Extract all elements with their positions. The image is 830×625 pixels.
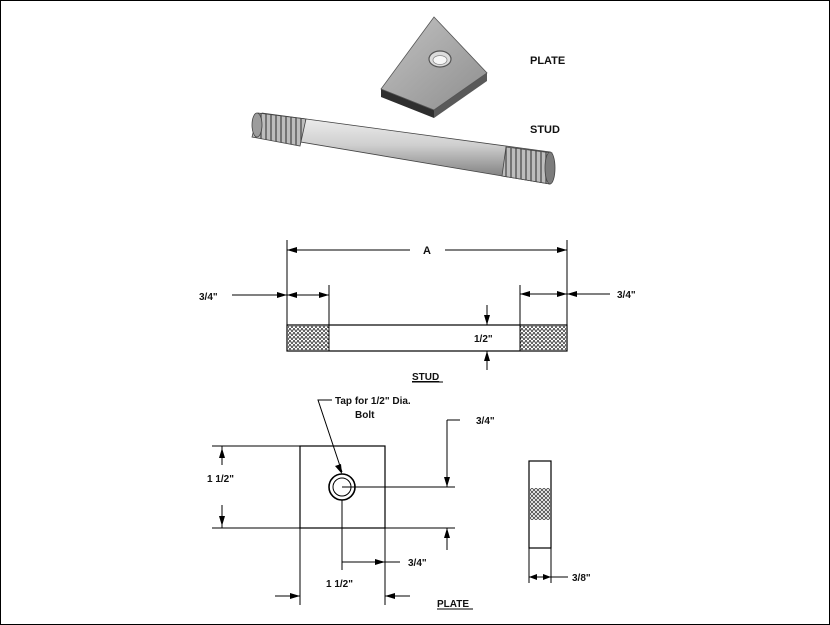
dim-dia-label: 1/2" bbox=[474, 334, 493, 345]
dim-hole-height-arrow-bottom bbox=[444, 528, 450, 538]
dim-thread-left-label: 3/4" bbox=[199, 292, 218, 303]
stud-3d-view bbox=[251, 112, 556, 185]
stud-orthographic-view bbox=[232, 240, 610, 370]
tap-note-leader-arrow bbox=[335, 464, 342, 474]
tap-note-line2: Bolt bbox=[355, 410, 375, 421]
stud-thread-left-flat bbox=[288, 326, 329, 350]
plate-3d-label: PLATE bbox=[530, 55, 565, 67]
dim-hole-offset-arrow bbox=[375, 559, 385, 565]
dim-hole-offset-label: 3/4" bbox=[408, 558, 427, 569]
plate-side-thread-section bbox=[530, 488, 550, 520]
dim-plate-height-arrow-top bbox=[219, 448, 225, 458]
dim-hole-height-label: 3/4" bbox=[476, 416, 495, 427]
plate-view-title: PLATE bbox=[437, 599, 469, 610]
dim-plate-height-label: 1 1/2" bbox=[207, 474, 234, 485]
plate-3d-hole-inner bbox=[432, 55, 448, 65]
dim-dia-arrow-bottom bbox=[484, 351, 490, 361]
plate-3d-front-left-face bbox=[381, 89, 434, 118]
dim-plate-thickness-arrow-left bbox=[529, 574, 537, 580]
dim-thread-right-arrow-b bbox=[557, 291, 567, 297]
dim-a-label: A bbox=[423, 245, 431, 257]
tap-note-line1: Tap for 1/2" Dia. bbox=[335, 396, 411, 407]
dim-a-arrow-right bbox=[557, 247, 567, 253]
dim-dia-arrow-top bbox=[484, 315, 490, 325]
dim-thread-right-arrow-c bbox=[567, 291, 577, 297]
plate-orthographic-view bbox=[212, 399, 568, 605]
stud-3d-end-left bbox=[251, 112, 263, 138]
dim-thread-left-arrow-inner-a bbox=[287, 292, 297, 298]
dim-thread-right-label: 3/4" bbox=[617, 290, 636, 301]
plate-3d-front-right-face bbox=[434, 73, 487, 118]
stud-view-title: STUD bbox=[412, 372, 439, 383]
dim-plate-thickness-arrow-right bbox=[543, 574, 551, 580]
dim-plate-width-arrow-left bbox=[290, 593, 300, 599]
stud-3d-end-right bbox=[544, 151, 556, 185]
stud-3d-thread-right bbox=[501, 146, 553, 185]
tap-note-leader bbox=[317, 399, 343, 473]
dim-thread-left-arrow-outer bbox=[277, 292, 287, 298]
dim-thread-left-arrow-inner-b bbox=[319, 292, 329, 298]
dim-plate-width-label: 1 1/2" bbox=[326, 579, 353, 590]
stud-3d-label: STUD bbox=[530, 124, 560, 136]
dim-plate-height-arrow-bottom bbox=[219, 516, 225, 526]
dim-plate-width-arrow-right bbox=[385, 593, 395, 599]
dim-a-arrow-left bbox=[287, 247, 297, 253]
stud-thread-right-flat bbox=[520, 326, 566, 350]
dim-hole-height-arrow-top bbox=[444, 477, 450, 487]
dim-plate-thickness-label: 3/8" bbox=[572, 573, 591, 584]
plate-3d-view bbox=[380, 16, 488, 118]
dim-thread-right-arrow-a bbox=[520, 291, 530, 297]
